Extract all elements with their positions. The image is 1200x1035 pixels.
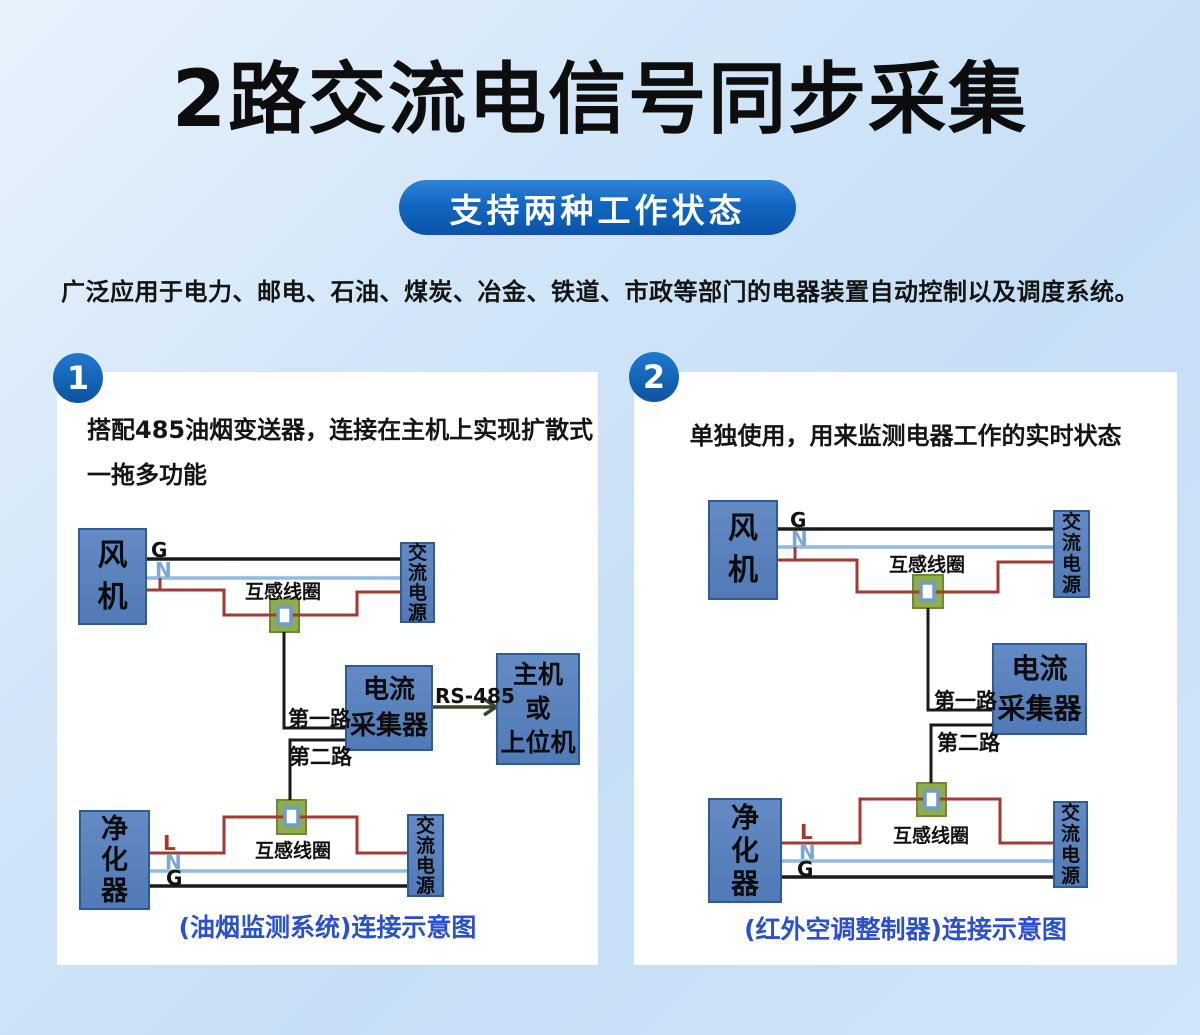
panel1-intro-text: 搭配485油烟变送器，连接在主机上实现扩散式一拖多功能 xyxy=(87,416,594,489)
coil-bottom-label: 互感线圈 xyxy=(254,840,332,862)
wire-g-bottom-label: G xyxy=(797,857,814,881)
ac-power-bottom-box: 交 流 电 源 xyxy=(1053,801,1088,888)
panel1-caption: (油烟监测系统)连接示意图 xyxy=(178,913,477,942)
fan-box: 风 机 xyxy=(708,500,778,600)
panel2-intro-text: 单独使用，用来监测电器工作的实时状态 xyxy=(689,422,1122,450)
panel2-caption: (红外空调整制器)连接示意图 xyxy=(744,915,1067,944)
panel-scenario-2: 2 单独使用，用来监测电器工作的实时状态 风 机 交 流 电 源 电流 采集器 xyxy=(629,352,1177,965)
wire-n-bottom-label: N xyxy=(799,840,816,864)
rs485-label: RS-485 xyxy=(435,684,515,708)
application-description: 广泛应用于电力、邮电、石油、煤炭、冶金、铁道、市政等部门的电器装置自动控制以及调… xyxy=(61,278,1139,306)
current-collector-box: 电流 采集器 xyxy=(345,665,433,751)
subtitle-banner: 支持两种工作状态 xyxy=(399,180,796,235)
wire-g-bottom-label: G xyxy=(166,866,183,890)
wire-n-top-label: N xyxy=(791,527,808,551)
panel-scenario-1: 1 搭配485油烟变送器，连接在主机上实现扩散式一拖多功能 xyxy=(53,353,598,965)
current-collector-box: 电流 采集器 xyxy=(992,643,1087,735)
fan-box: 风 机 xyxy=(78,528,147,625)
coil-top-label: 互感线圈 xyxy=(888,554,966,576)
purifier-box: 净 化 器 xyxy=(708,798,782,903)
wiring-diagram-2 xyxy=(778,527,1053,879)
coil-bottom-label: 互感线圈 xyxy=(892,825,970,847)
page-title: 2路交流电信号同步采集 xyxy=(171,55,1029,145)
channel-2-label: 第二路 xyxy=(289,745,352,769)
wire-g-top-label: G xyxy=(151,538,168,562)
channel-1-label: 第一路 xyxy=(288,707,351,731)
channel-2-label: 第二路 xyxy=(937,731,1000,755)
coil-top-label: 互感线圈 xyxy=(244,581,322,603)
wire-g-top-label: G xyxy=(790,508,807,532)
badge-number-1: 1 xyxy=(53,353,103,403)
purifier-box: 净 化 器 xyxy=(79,810,150,910)
ac-power-bottom-box: 交 流 电 源 xyxy=(407,814,444,897)
wire-l-bottom-label: L xyxy=(800,820,813,844)
channel-1-label: 第一路 xyxy=(934,689,997,713)
wire-l-bottom-label: L xyxy=(163,831,176,855)
wiring-diagram-1 xyxy=(147,557,500,888)
ac-power-top-box: 交 流 电 源 xyxy=(400,542,435,623)
wire-n-bottom-label: N xyxy=(165,850,182,874)
host-computer-box: 主机 或 上位机 xyxy=(496,653,580,765)
badge-number-2: 2 xyxy=(629,352,679,402)
ac-power-top-box: 交 流 电 源 xyxy=(1053,510,1090,598)
wire-n-top-label: N xyxy=(155,558,172,582)
